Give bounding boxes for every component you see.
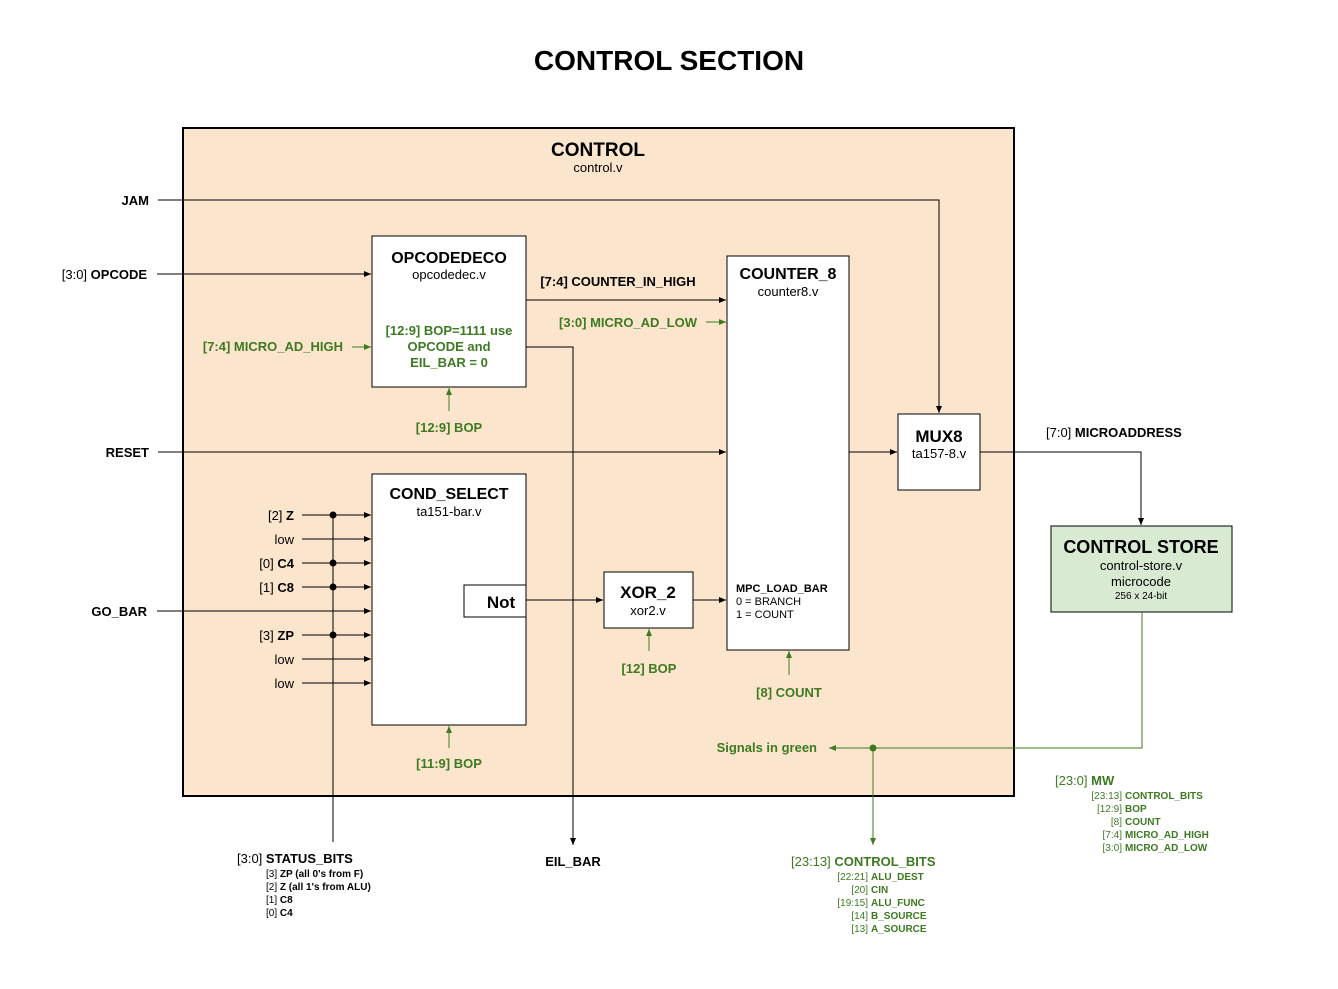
go-bar-label: GO_BAR <box>91 604 147 619</box>
control-store-title: CONTROL STORE <box>1063 537 1218 557</box>
cond-select-title: COND_SELECT <box>389 486 508 503</box>
control-bits-idx: [13] <box>851 924 868 935</box>
control-store-desc: microcode <box>1111 574 1171 589</box>
cond-select-file: ta151-bar.v <box>416 504 482 519</box>
mux8-file: ta157-8.v <box>912 446 967 461</box>
control-store-block <box>1050 525 1233 613</box>
eil-bar-label: EIL_BAR <box>545 854 601 869</box>
mw-bus-wire <box>829 612 1143 751</box>
junction-dot <box>329 511 337 519</box>
opcodedeco-file: opcodedec.v <box>412 267 486 282</box>
counter8-block <box>726 255 850 651</box>
control-bits-title: [23:13] CONTROL_BITS <box>791 854 936 869</box>
micro-ad-high-label: [7:4] MICRO_AD_HIGH <box>203 339 343 354</box>
mw-item: MICRO_AD_LOW <box>1125 843 1208 854</box>
not-gate-block <box>463 584 527 618</box>
cond-input-label: low <box>274 652 294 667</box>
mw-idx: [12:9] <box>1097 804 1122 815</box>
xor2-file: xor2.v <box>630 603 666 618</box>
status-bits-item: [0] C4 <box>266 908 293 919</box>
microaddress-label: [7:0] MICROADDRESS <box>1046 425 1182 440</box>
status-bits-title: [3:0] STATUS_BITS <box>237 851 353 866</box>
opcodedeco-note-line: [12:9] BOP=1111 use <box>386 323 513 338</box>
control-bits-item: ALU_DEST <box>871 872 924 883</box>
junction-dot <box>869 744 877 752</box>
signals-green-label: Signals in green <box>717 740 817 755</box>
counter-in-high-label: [7:4] COUNTER_IN_HIGH <box>540 274 695 289</box>
micro-ad-low-label: [3:0] MICRO_AD_LOW <box>559 315 698 330</box>
mw-item: MICRO_AD_HIGH <box>1125 830 1209 841</box>
counter8-file: counter8.v <box>758 284 819 299</box>
control-bits-idx: [14] <box>851 911 868 922</box>
cond-input-label: [2] Z <box>268 508 294 523</box>
mw-idx: [8] <box>1111 817 1122 828</box>
opcodedeco-note-line: EIL_BAR = 0 <box>410 355 488 370</box>
control-title: CONTROL <box>551 140 645 161</box>
control-bits-idx: [19:15] <box>837 898 868 909</box>
control-file: control.v <box>573 160 623 175</box>
control-store-size: 256 x 24-bit <box>1115 591 1167 602</box>
microaddress-wire <box>980 451 1144 525</box>
eil-bar-wire <box>526 346 576 845</box>
junction-dot <box>329 583 337 591</box>
junction-dot <box>329 559 337 567</box>
cond-select-bop-label: [11:9] BOP <box>416 756 482 771</box>
control-bits-item: A_SOURCE <box>871 924 927 935</box>
mw-item: BOP <box>1125 804 1147 815</box>
control-bits-item: B_SOURCE <box>871 911 927 922</box>
opcode-label: [3:0] OPCODE <box>62 267 148 282</box>
opcodedeco-note-line: OPCODE and <box>407 339 490 354</box>
not-gate-label: Not <box>487 593 516 612</box>
cond-input-label: [0] C4 <box>259 556 294 571</box>
mw-item: CONTROL_BITS <box>1125 791 1203 802</box>
mw-item: COUNT <box>1125 817 1161 828</box>
mw-idx: [23:13] <box>1091 791 1122 802</box>
cond-input-label: low <box>274 676 294 691</box>
jam-wire <box>158 199 942 413</box>
reset-label: RESET <box>106 445 149 460</box>
jam-label: JAM <box>122 193 149 208</box>
opcodedeco-title: OPCODEDECO <box>391 250 507 267</box>
mux8-block <box>897 413 981 491</box>
control-bits-idx: [22:21] <box>837 872 868 883</box>
junction-dot <box>329 631 337 639</box>
control-block <box>182 127 1015 797</box>
cond-input-label: [1] C8 <box>259 580 294 595</box>
control-bits-item: CIN <box>871 885 888 896</box>
xor2-title: XOR_2 <box>620 583 676 602</box>
opcodedeco-bop-label: [12:9] BOP <box>416 420 483 435</box>
status-bits-item: [2] Z (all 1's from ALU) <box>266 882 371 893</box>
opcodedeco-block <box>371 235 527 388</box>
mux8-title: MUX8 <box>915 427 962 446</box>
xor-bop-label: [12] BOP <box>622 661 677 676</box>
control-bits-idx: [20] <box>851 885 868 896</box>
cond-input-label: [3] ZP <box>259 628 294 643</box>
counter8-title: COUNTER_8 <box>740 266 837 283</box>
status-bits-item: [1] C8 <box>266 895 293 906</box>
page-title: CONTROL SECTION <box>534 45 804 76</box>
status-bits-item: [3] ZP (all 0's from F) <box>266 869 363 880</box>
mw-idx: [3:0] <box>1103 843 1123 854</box>
xor2-block <box>603 571 694 629</box>
mw-idx: [7:4] <box>1103 830 1123 841</box>
cond-input-label: low <box>274 532 294 547</box>
mw-title: [23:0] MW <box>1055 773 1115 788</box>
count-label: [8] COUNT <box>756 685 822 700</box>
control-store-file: control-store.v <box>1100 558 1183 573</box>
mpc-load-bar-label: MPC_LOAD_BAR <box>736 583 828 595</box>
control-bits-item: ALU_FUNC <box>871 898 925 909</box>
mpc-branch-label: 0 = BRANCH <box>736 596 801 608</box>
mpc-count-label: 1 = COUNT <box>736 609 794 621</box>
